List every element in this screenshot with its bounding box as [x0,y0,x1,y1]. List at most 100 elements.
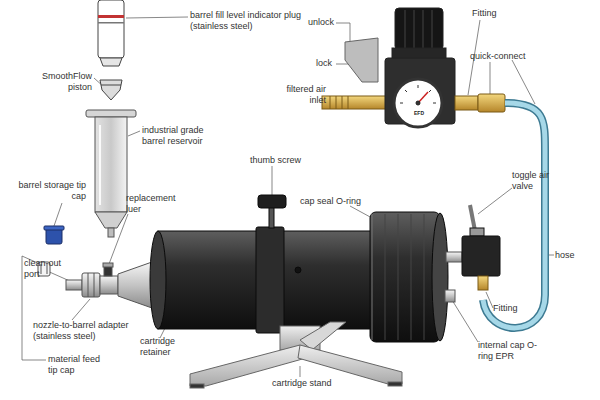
cartridge-body-shape [258,195,286,208]
storage-tip-cap-shape [44,226,64,230]
fill-level-plug-shape [98,22,124,24]
air-hose-shape [483,103,545,328]
part-label: quick-connect [470,51,550,62]
air-regulator [322,8,505,127]
cartridge-body-shape [432,213,448,341]
leader-lines-shape [452,300,478,342]
piston-shape [101,85,121,86]
toggle-air-valve-shape [478,276,488,290]
part-label: barrel storage tip cap [8,180,86,202]
air-regulator-shape-shape [429,90,431,92]
barrel-reservoir-shape [99,125,101,205]
nozzle-adapter-shape [88,273,89,297]
cartridge-body-shape [398,214,399,340]
leader-lines-shape [490,62,491,95]
air-regulator-shape [414,10,415,48]
part-label: internal cap O-ring EPR [478,340,540,362]
part-label: filtered air inlet [270,84,326,106]
air-regulator-shape [423,10,424,48]
air-regulator-shape-shape [405,90,407,92]
cartridge-stand-shape [388,382,402,386]
air-regulator-shape [322,96,386,109]
cartridge-stand [190,322,402,388]
leader-lines [22,17,554,377]
air-regulator-shape [342,96,343,109]
air-regulator-shape-shape [400,103,403,104]
part-label: cap seal O-ring [300,196,400,207]
piston [100,80,122,100]
nozzle-adapter-shape [118,262,152,308]
part-label: cartridge retainer [140,336,192,358]
cartridge-body [150,195,462,342]
nozzle-adapter-shape [82,273,100,297]
cartridge-body-shape [385,214,386,340]
air-regulator-shape [405,10,406,48]
cartridge-stand-shape [190,384,204,388]
nozzle-adapter-shape [66,280,82,290]
air-regulator-shape-shape [418,85,419,88]
part-label: industrial grade barrel reservoir [142,125,222,147]
barrel-reservoir-shape [86,110,136,117]
leader-lines-shape [128,131,140,136]
leader-lines-shape [72,299,90,320]
barrel-reservoir [86,110,136,237]
cartridge-body-shape [150,231,166,329]
part-label: hose [555,250,595,261]
air-regulator-shape [392,48,446,58]
air-regulator-shape [416,101,420,105]
cartridge-body-shape [411,214,412,340]
leader-lines-shape [54,203,62,226]
part-label: clean-out port [24,258,70,280]
cartridge-body-shape [269,207,274,228]
toggle-air-valve-shape [470,228,484,236]
air-regulator-shape [400,85,436,103]
nozzle-adapter-shape [100,276,118,294]
part-label: SmoothFlow piston [28,71,92,93]
fill-level-plug-shape [98,0,124,58]
nozzle-adapter-shape [94,273,95,297]
cartridge-body-shape [446,252,462,262]
leader-lines-shape [478,188,512,214]
part-label: cartridge stand [272,378,372,389]
part-label: material feed tip cap [48,354,112,376]
air-regulator-shape [394,79,442,127]
part-label: Fitting [472,8,532,19]
leader-lines-shape [126,17,188,18]
air-hose-shape [483,103,545,328]
cartridge-body-shape [372,214,373,340]
cartridge-body-shape [370,212,440,342]
leader-lines-shape [300,366,301,377]
part-label: lock [316,58,356,69]
air-regulator-shape-shape [433,103,436,104]
air-regulator-shape [395,8,443,50]
cartridge-body-shape [256,227,284,333]
toggle-air-valve-shape [462,236,500,276]
cartridge-stand-shape [300,322,346,350]
toggle-air-valve [462,205,500,290]
piston-shape [100,80,122,100]
fill-level-plug-shape [100,58,122,66]
fill-level-plug-shape [98,15,124,18]
part-label: replacement luer [126,193,188,215]
air-regulator-shape [348,96,349,109]
leader-lines-shape [512,60,535,104]
air-hose [483,103,545,328]
part-label: toggle air valve [512,170,550,192]
part-label: Fitting [493,303,553,314]
cartridge-body-shape [445,290,455,302]
nozzle-adapter-shape [103,263,113,267]
barrel-reservoir-shape [95,117,127,212]
air-regulator-shape [432,10,433,48]
air-regulator-shape [455,96,478,110]
nozzle-adapter [66,262,152,308]
cartridge-body-shape [424,214,425,340]
gauge-logo: EFD [412,110,426,116]
cartridge-body-shape [295,267,301,273]
leader-lines-shape [272,166,273,196]
barrel-reservoir-shape [108,228,114,237]
storage-tip-cap [44,226,64,244]
fill-level-plug [98,0,124,66]
part-label: nozzle-to-barrel adapter (stainless stee… [33,320,153,342]
barrel-reservoir-shape [95,212,127,228]
